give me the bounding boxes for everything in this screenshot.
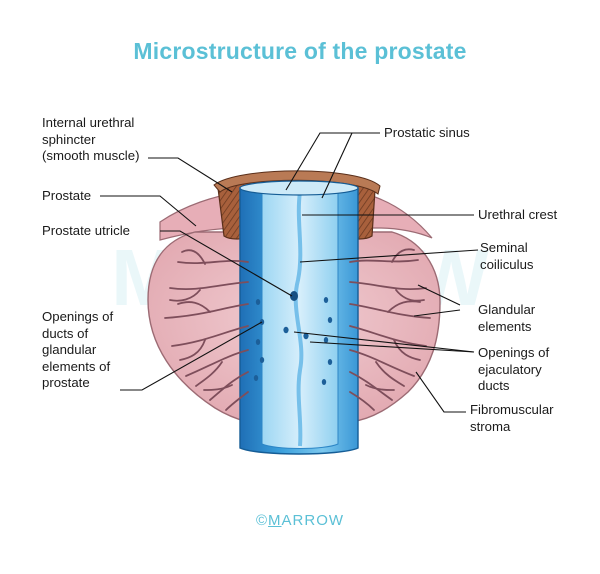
leader-ejaculatory-a [293, 331, 475, 353]
leader-prostatic-sinus-b [321, 132, 353, 199]
leader-internal-sphincter [148, 157, 233, 193]
label-seminal-colliculus: Seminal coiliculus [480, 240, 534, 273]
leader-ejaculatory-b [309, 341, 475, 353]
label-line: prostate [42, 375, 90, 390]
label-line: Fibromuscular [470, 402, 554, 417]
label-line: Seminal [480, 240, 528, 255]
label-line: ejaculatory [478, 361, 542, 377]
label-fibromuscular-stroma: Fibromuscular stroma [470, 402, 554, 435]
label-line: stroma [470, 418, 511, 434]
duct-openings [253, 291, 333, 385]
leader-glandular-b [413, 309, 461, 317]
leader-seminal-colliculus [299, 249, 479, 263]
label-prostate-utricle: Prostate utricle [42, 223, 130, 238]
label-line: coiliculus [480, 256, 534, 272]
leader-glandular-a [417, 284, 461, 306]
label-internal-urethral-sphincter: Internal urethral sphincter (smooth musc… [42, 115, 139, 165]
leader-openings-glandular [120, 321, 263, 391]
leader-lines [100, 132, 479, 413]
label-line: Glandular [478, 302, 536, 317]
label-line: sphincter [42, 131, 96, 147]
label-line: Internal urethral [42, 115, 135, 130]
label-line: elements [478, 318, 532, 334]
leader-prostate [100, 195, 197, 227]
glandular-elements-right [349, 248, 431, 411]
label-openings-ejaculatory-ducts: Openings of ejaculatory ducts [478, 345, 549, 395]
label-line: Openings of [478, 345, 550, 360]
leader-fibromuscular [415, 371, 466, 413]
label-line: glandular [42, 342, 97, 357]
label-line: Openings of [42, 309, 114, 324]
glandular-elements-left [164, 249, 249, 411]
label-openings-glandular-ducts: Openings of ducts of glandular elements … [42, 309, 113, 392]
watermark-rest: ARROW [281, 512, 345, 529]
urethra-lumen [261, 191, 339, 449]
label-urethral-crest: Urethral crest [478, 207, 558, 222]
label-line: (smooth muscle) [42, 148, 140, 163]
label-line: elements of [42, 358, 111, 374]
label-prostate: Prostate [42, 188, 92, 203]
urethral-crest-ridge [293, 191, 304, 447]
marrow-watermark: ©MARROW [0, 512, 600, 529]
copyright-symbol: © [255, 512, 269, 529]
top-opening [239, 180, 359, 196]
sphincter-outer-band [213, 170, 381, 195]
label-glandular-elements: Glandular elements [478, 302, 535, 335]
diagram-title: Microstructure of the prostate [133, 38, 467, 64]
leader-prostate-utricle [160, 230, 293, 297]
label-prostatic-sinus: Prostatic sinus [384, 125, 470, 140]
watermark-initial: M [268, 512, 282, 529]
label-line: ducts of [42, 325, 89, 341]
label-line: ducts [478, 378, 510, 393]
leader-prostatic-sinus-a [285, 132, 380, 191]
